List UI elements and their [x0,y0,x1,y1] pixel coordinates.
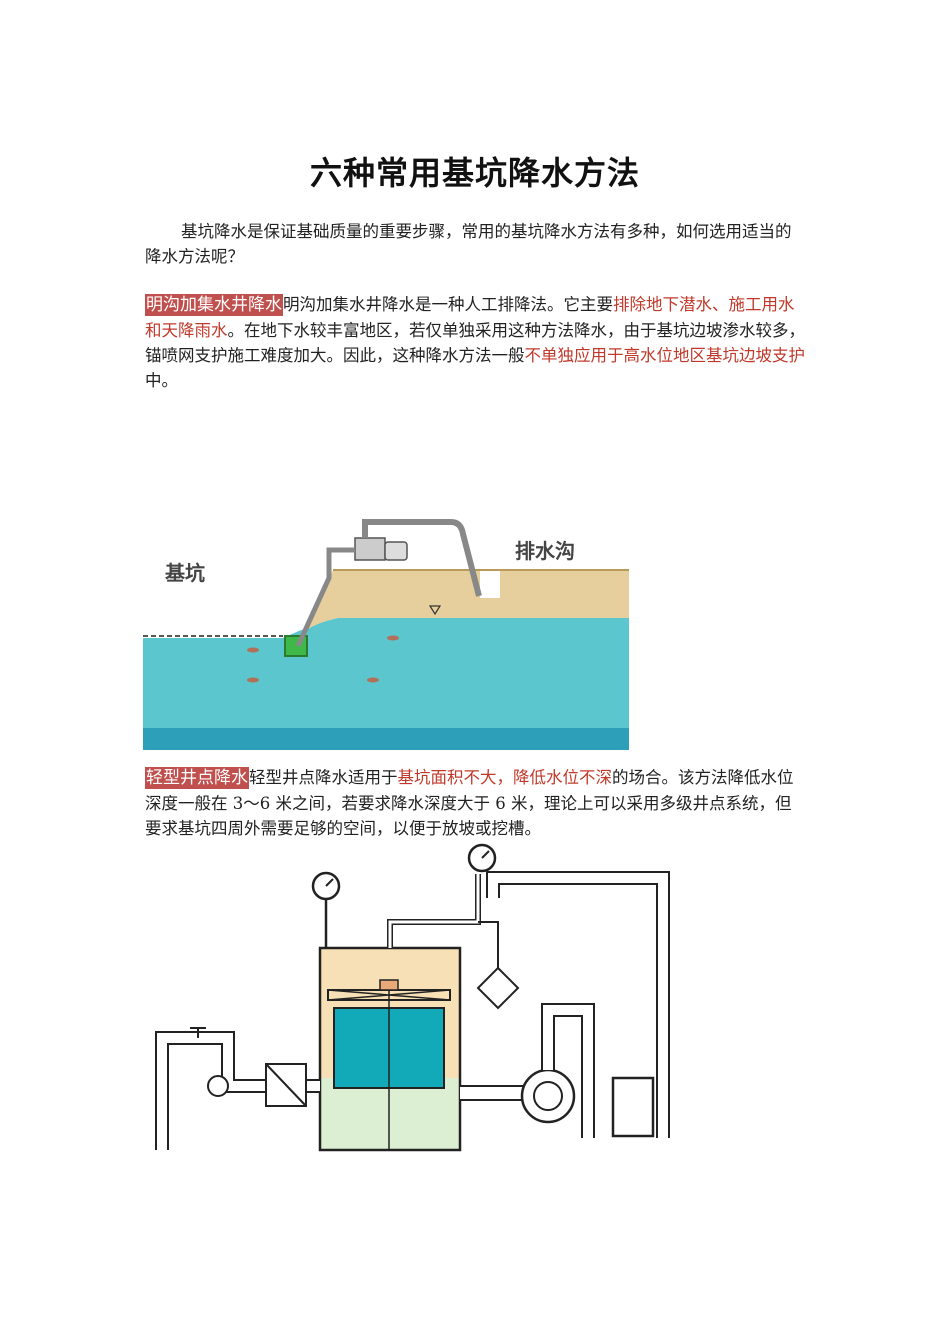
section-1-text-a: 明沟加集水井降水是一种人工排降法。它主要 [283,295,613,314]
centrifugal-pump [520,1068,576,1124]
section-1-text-b: 。在地下水较丰富地区，若仅单独采用这种方法降水，由于基坑边坡渗水较多，锚喷网支护… [145,321,805,365]
pump [354,537,386,561]
discharge-pipe [362,519,482,597]
section-1-highlight-a: 排除地下潜水、施工用水和天降雨水 [145,295,795,340]
aquifer-base [143,728,629,750]
sump-drainage-diagram: 基坑 排水沟 [143,519,629,750]
pit-label: 基坑 [165,561,205,585]
motor-box [611,1076,655,1138]
intro-paragraph: 基坑降水是保证基础质量的重要步骤，常用的基坑降水方法有多种，如何选用适当的降水方… [145,222,792,266]
section-1-tag: 明沟加集水井降水 [145,294,283,316]
section-1-highlight-b: 不单独应用于高水位地区基坑边坡支护 [524,346,806,365]
section-2-paragraph: 轻型井点降水轻型井点降水适用于基坑面积不大，降低水位不深的场合。该方法降低水位深… [145,765,805,841]
suction-pipe [295,547,355,648]
check-valve [476,921,520,1010]
section-1-text-c: 中。 [145,371,178,390]
fish-icon [247,677,259,683]
section-2-text-a: 轻型井点降水适用于 [249,768,398,787]
water-level-icon [428,605,442,616]
section-2-tag: 轻型井点降水 [145,767,249,789]
fish-icon [247,647,259,653]
well-point-system-diagram [155,843,670,1152]
ditch-label: 排水沟 [515,539,575,563]
groundwater-area [143,618,629,740]
soil-layer [303,570,629,632]
section-2-text-b: 的场合。该方法降低水位深度一般在 3～6 米之间，若要求降水深度大于 6 米，理… [145,768,794,838]
fish-icon [367,677,379,683]
inlet-valve [190,1027,206,1038]
section-1-paragraph: 明沟加集水井降水明沟加集水井降水是一种人工排降法。它主要排除地下潜水、施工用水和… [145,292,805,393]
fish-icon [387,635,399,641]
water-tank [320,1078,460,1150]
section-2-highlight: 基坑面积不大，降低水位不深 [397,768,613,787]
page-title: 六种常用基坑降水方法 [309,154,640,192]
